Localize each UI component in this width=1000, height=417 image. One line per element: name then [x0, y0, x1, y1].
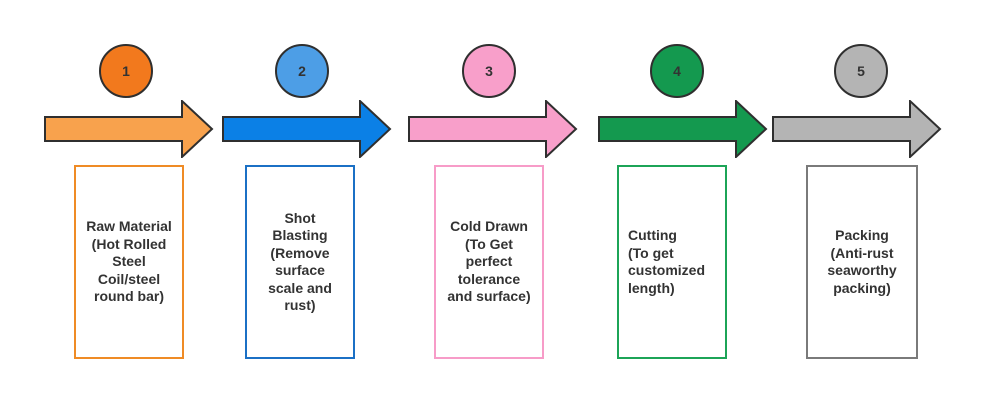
step-2-description-box: Shot Blasting (Remove surface scale and …	[245, 165, 355, 359]
step-1-description-box: Raw Material (Hot Rolled Steel Coil/stee…	[74, 165, 184, 359]
step-4-number: 4	[673, 63, 681, 79]
step-4-number-badge: 4	[650, 44, 704, 98]
step-3-arrow-right-icon	[408, 100, 578, 158]
step-4-description-box: Cutting (To get customized length)	[617, 165, 727, 359]
arrow-shape	[598, 100, 768, 158]
step-5-number: 5	[857, 63, 865, 79]
step-2-description: Shot Blasting (Remove surface scale and …	[268, 209, 332, 314]
step-3-description-box: Cold Drawn (To Get perfect tolerance and…	[434, 165, 544, 359]
step-5-number-badge: 5	[834, 44, 888, 98]
step-3-description: Cold Drawn (To Get perfect tolerance and…	[447, 218, 531, 305]
arrow-shape	[408, 100, 578, 158]
step-3-number: 3	[485, 63, 493, 79]
step-5-arrow-right-icon	[772, 100, 942, 158]
step-1-number-badge: 1	[99, 44, 153, 98]
step-4-arrow-right-icon	[598, 100, 768, 158]
step-3-number-badge: 3	[462, 44, 516, 98]
step-2-arrow-right-icon	[222, 100, 392, 158]
step-2-number-badge: 2	[275, 44, 329, 98]
step-5-description: Packing (Anti-rust seaworthy packing)	[827, 227, 897, 296]
arrow-shape	[772, 100, 942, 158]
arrow-shape	[222, 100, 392, 158]
step-1-number: 1	[122, 63, 130, 79]
step-1-description: Raw Material (Hot Rolled Steel Coil/stee…	[86, 218, 172, 305]
arrow-shape	[44, 100, 214, 158]
step-4-description: Cutting (To get customized length)	[628, 227, 706, 296]
step-5-description-box: Packing (Anti-rust seaworthy packing)	[806, 165, 918, 359]
step-1-arrow-right-icon	[44, 100, 214, 158]
step-2-number: 2	[298, 63, 306, 79]
